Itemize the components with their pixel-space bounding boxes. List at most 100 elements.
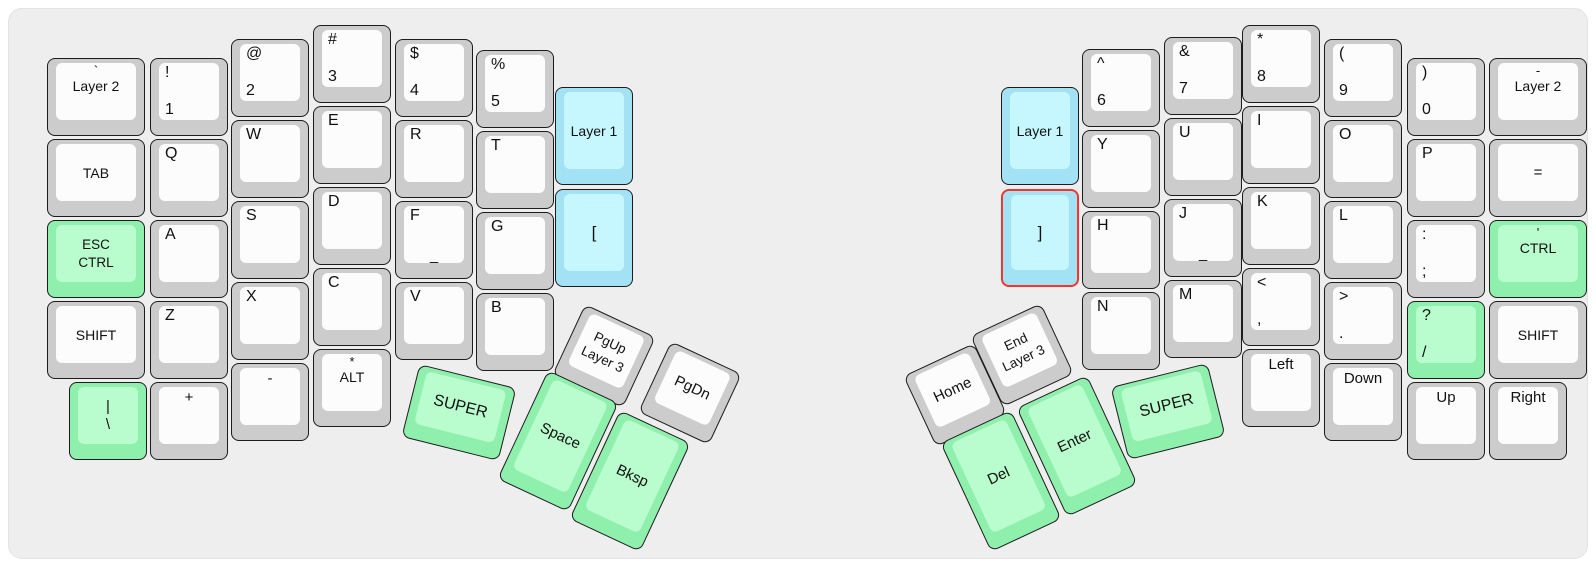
key-super-left[interactable]: SUPER xyxy=(401,363,517,461)
key-c[interactable]: C xyxy=(313,268,391,346)
key-arrow-down[interactable]: Down xyxy=(1324,363,1402,441)
key-label: ] xyxy=(1037,222,1043,242)
key-label: $ xyxy=(410,45,419,62)
key-d[interactable]: D xyxy=(313,187,391,265)
key-z[interactable]: Z xyxy=(150,301,228,379)
key-amp-7[interactable]: &7 xyxy=(1164,37,1242,115)
key-y[interactable]: Y xyxy=(1082,130,1160,208)
key-layer2-right[interactable]: -Layer 2 xyxy=(1489,58,1587,136)
key-s[interactable]: S xyxy=(231,201,309,279)
keycap-surface: U xyxy=(1173,123,1233,180)
key-u[interactable]: U xyxy=(1164,118,1242,196)
key-layer1-right[interactable]: Layer 1 xyxy=(1001,87,1079,185)
key-x[interactable]: X xyxy=(231,282,309,360)
key-r[interactable]: R xyxy=(395,120,473,198)
key-label: J xyxy=(1179,205,1187,222)
key-right-bracket[interactable]: ] xyxy=(1001,189,1079,287)
key-f[interactable]: F_ xyxy=(395,201,473,279)
key-label: 7 xyxy=(1179,80,1188,98)
key-label: ^ xyxy=(1097,55,1105,72)
keycap-surface: *ALT xyxy=(322,354,382,411)
key-label: PgDn xyxy=(671,372,713,404)
key-pipe-backslash[interactable]: |\ xyxy=(69,382,147,460)
keycap-surface: H xyxy=(1091,216,1151,273)
key-minus[interactable]: - xyxy=(231,363,309,441)
key-question-slash[interactable]: ?/ xyxy=(1407,301,1485,379)
key-t[interactable]: T xyxy=(476,131,554,209)
key-exclam-1[interactable]: !1 xyxy=(150,58,228,136)
key-gt-period[interactable]: >. xyxy=(1324,282,1402,360)
key-arrow-right[interactable]: Right xyxy=(1489,382,1567,460)
key-m[interactable]: M xyxy=(1164,280,1242,358)
key-h[interactable]: H xyxy=(1082,211,1160,289)
key-layer2-left[interactable]: `Layer 2 xyxy=(47,58,145,136)
key-layer1-left[interactable]: Layer 1 xyxy=(555,87,633,185)
key-label: ` xyxy=(93,63,99,78)
key-label: / xyxy=(1422,344,1427,362)
key-label: N xyxy=(1097,298,1109,315)
keycap-surface: SUPER xyxy=(414,370,507,443)
key-k[interactable]: K xyxy=(1242,187,1320,265)
key-shift-right[interactable]: SHIFT xyxy=(1489,301,1587,379)
key-j[interactable]: J_ xyxy=(1164,199,1242,277)
key-at-2[interactable]: @2 xyxy=(231,39,309,117)
key-label: = xyxy=(1533,164,1543,181)
key-o[interactable]: O xyxy=(1324,120,1402,198)
key-label: _ xyxy=(429,247,439,264)
key-label: CTRL xyxy=(1519,240,1557,256)
keycap-surface: C xyxy=(322,273,382,330)
key-label: < xyxy=(1257,274,1267,291)
key-star-8[interactable]: *8 xyxy=(1242,25,1320,103)
key-a[interactable]: A xyxy=(150,220,228,298)
key-lt-comma[interactable]: <, xyxy=(1242,268,1320,346)
key-label: C xyxy=(328,274,340,291)
key-super-right[interactable]: SUPER xyxy=(1110,362,1226,460)
key-left-bracket[interactable]: [ xyxy=(555,189,633,287)
key-caret-6[interactable]: ^6 xyxy=(1082,49,1160,127)
key-l[interactable]: L xyxy=(1324,201,1402,279)
key-label: : xyxy=(1422,226,1427,243)
key-tab[interactable]: TAB xyxy=(47,139,145,217)
keycap-surface: !1 xyxy=(159,63,219,120)
key-v[interactable]: V xyxy=(395,282,473,360)
key-n[interactable]: N xyxy=(1082,292,1160,370)
key-i[interactable]: I xyxy=(1242,106,1320,184)
key-label: ' xyxy=(1536,225,1540,240)
keycap-surface: R xyxy=(404,125,464,182)
keycap-surface: P xyxy=(1416,144,1476,201)
key-label: > xyxy=(1339,288,1349,305)
key-label: M xyxy=(1179,286,1193,303)
key-q[interactable]: Q xyxy=(150,139,228,217)
key-lparen-9[interactable]: (9 xyxy=(1324,39,1402,117)
key-p[interactable]: P xyxy=(1407,139,1485,217)
key-alt[interactable]: *ALT xyxy=(313,349,391,427)
key-label: Up xyxy=(1436,389,1456,406)
keycap-surface: %5 xyxy=(485,55,545,112)
key-e[interactable]: E xyxy=(313,106,391,184)
key-shift-left[interactable]: SHIFT xyxy=(47,301,145,379)
key-arrow-left[interactable]: Left xyxy=(1242,349,1320,427)
key-plus[interactable]: + xyxy=(150,382,228,460)
key-g[interactable]: G xyxy=(476,212,554,290)
key-percent-5[interactable]: %5 xyxy=(476,50,554,128)
key-label: 3 xyxy=(328,68,337,86)
key-quote-ctrl[interactable]: 'CTRL xyxy=(1489,220,1587,298)
key-label: SUPER xyxy=(431,391,490,422)
key-hash-3[interactable]: #3 xyxy=(313,25,391,103)
key-colon-semicolon[interactable]: :; xyxy=(1407,220,1485,298)
key-label: Q xyxy=(165,145,178,162)
key-label: Enter xyxy=(1054,425,1095,457)
key-b[interactable]: B xyxy=(476,293,554,371)
key-arrow-up[interactable]: Up xyxy=(1407,382,1485,460)
key-dollar-4[interactable]: $4 xyxy=(395,39,473,117)
key-label: 1 xyxy=(165,101,174,119)
key-label: ESC xyxy=(82,236,110,252)
keycap-surface: B xyxy=(485,298,545,355)
key-equals[interactable]: = xyxy=(1489,139,1587,217)
key-label: 5 xyxy=(491,93,500,111)
key-w[interactable]: W xyxy=(231,120,309,198)
key-rparen-0[interactable]: )0 xyxy=(1407,58,1485,136)
key-label: R xyxy=(410,126,422,143)
